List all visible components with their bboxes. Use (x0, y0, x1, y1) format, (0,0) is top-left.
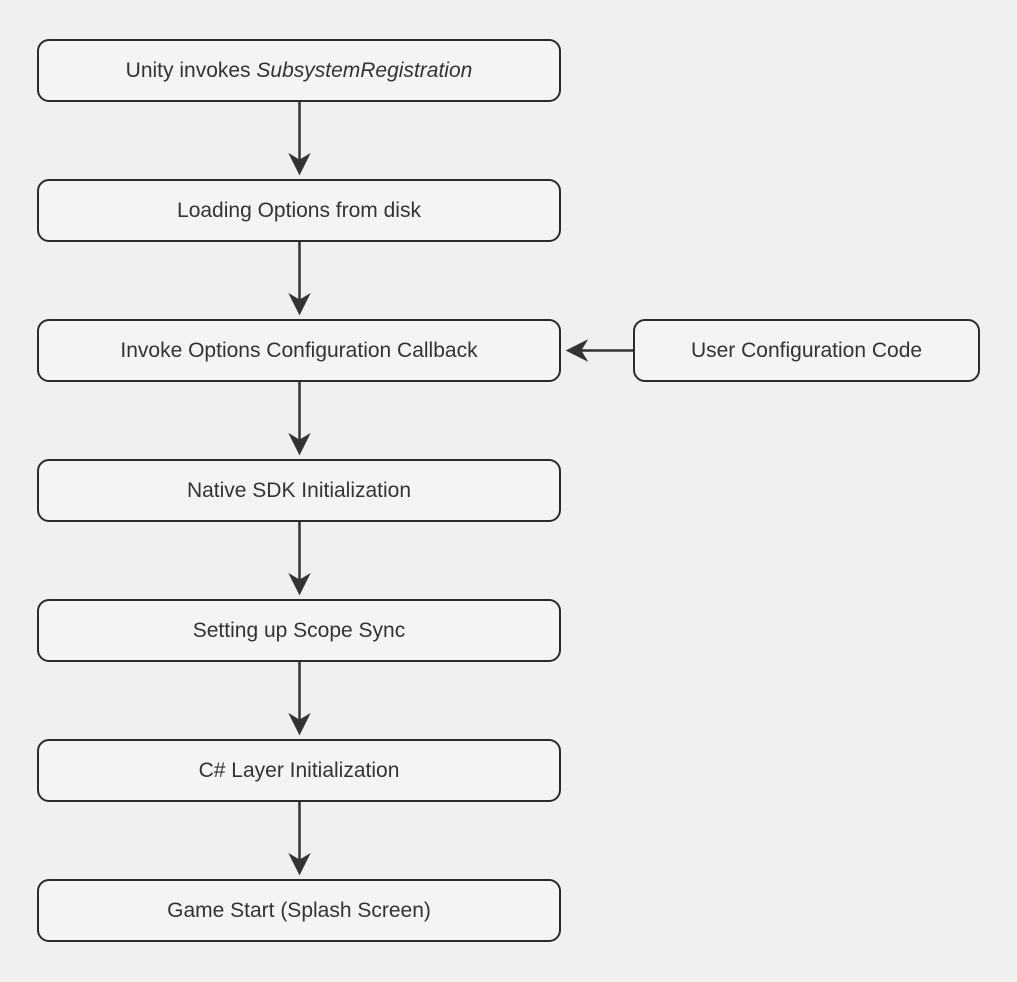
node-label: Setting up Scope Sync (192, 618, 406, 642)
node-label: User Configuration Code (690, 338, 923, 362)
node-label: Unity invokes SubsystemRegistration (125, 58, 473, 82)
node-label: Loading Options from disk (177, 198, 421, 222)
node-label: Native SDK Initialization (186, 478, 412, 502)
node-label: Game Start (Splash Screen) (167, 898, 431, 922)
node-label: Invoke Options Configuration Callback (120, 338, 478, 362)
node-native-sdk-initialization: Native SDK Initialization (37, 459, 561, 522)
node-invoke-options-configuration-callback: Invoke Options Configuration Callback (37, 319, 561, 382)
node-user-configuration-code: User Configuration Code (633, 319, 980, 382)
node-unity-invokes-subsystem-registration: Unity invokes SubsystemRegistration (37, 39, 561, 102)
node-csharp-layer-initialization: C# Layer Initialization (37, 739, 561, 802)
node-game-start-splash-screen: Game Start (Splash Screen) (37, 879, 561, 942)
node-label: C# Layer Initialization (198, 758, 400, 782)
node-setting-up-scope-sync: Setting up Scope Sync (37, 599, 561, 662)
node-loading-options-from-disk: Loading Options from disk (37, 179, 561, 242)
